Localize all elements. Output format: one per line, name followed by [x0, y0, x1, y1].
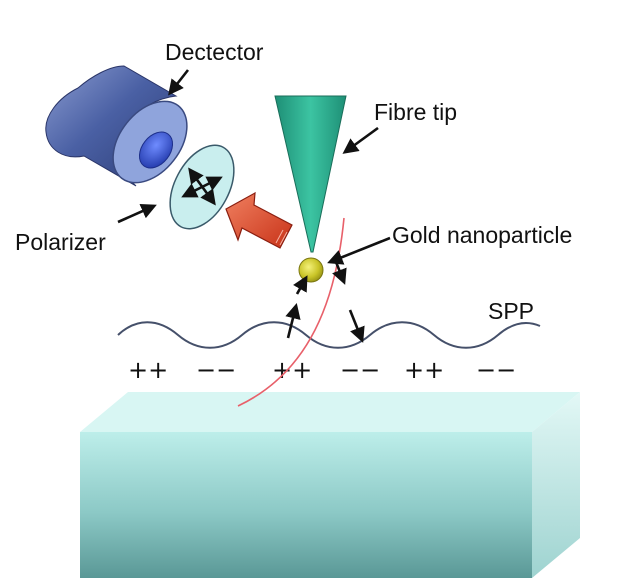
charge-label: −− [340, 356, 380, 384]
charge-label: −− [196, 356, 236, 384]
charge-label: −− [476, 356, 516, 384]
fibre-tip-icon [274, 95, 347, 253]
substrate-block [80, 392, 580, 578]
polarizer-label: Polarizer [15, 229, 106, 255]
red-curve [237, 217, 345, 407]
emission-arrow-icon [225, 191, 293, 249]
field-arrows [285, 261, 365, 343]
detector-label: Dectector [165, 39, 264, 65]
substrate-side-face [532, 392, 580, 578]
substrate-top-face [80, 392, 580, 432]
charge-label: ++ [128, 356, 168, 384]
fibre-tip-label: Fibre tip [374, 99, 457, 125]
polarizer-icon [169, 144, 235, 230]
charge-label: ++ [404, 356, 444, 384]
surface-charges: ++ −− ++ −− ++ −− [128, 356, 516, 384]
gold-nanoparticle-icon [298, 257, 324, 283]
detector-icon [45, 65, 188, 187]
spp-label: SPP [488, 298, 534, 324]
spp-wave [117, 321, 541, 349]
gold-nanoparticle-label: Gold nanoparticle [392, 222, 572, 248]
label-leaders [117, 69, 391, 265]
substrate-front-face [80, 432, 532, 578]
